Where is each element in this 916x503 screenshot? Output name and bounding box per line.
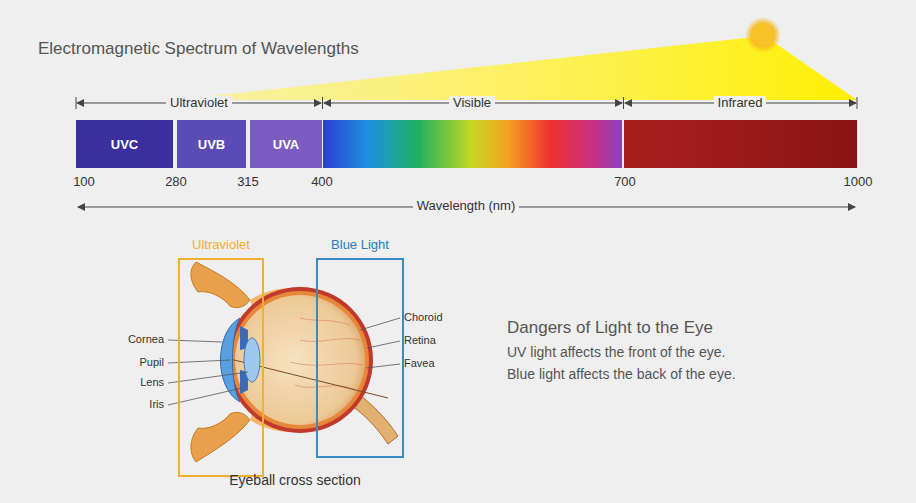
wavelength-value: 700 <box>614 175 636 190</box>
frame-outline <box>316 258 404 458</box>
range-label: Ultraviolet <box>166 96 232 111</box>
part-label: Lens <box>140 376 164 389</box>
part-label: Choroid <box>404 311 443 324</box>
region-frame: Ultraviolet <box>178 236 264 477</box>
frame-outline <box>178 258 264 477</box>
band-label: UVA <box>273 137 299 152</box>
note-text: Blue light affects the back of the eye. <box>507 366 736 382</box>
band-label: UVC <box>111 137 138 152</box>
wavelength-value: 280 <box>165 175 187 190</box>
spectrum-band: UVA <box>250 120 322 168</box>
note-text: UV light affects the front of the eye. <box>507 344 725 360</box>
diagram-title: Electromagnetic Spectrum of Wavelengths <box>38 39 359 59</box>
part-label: Retina <box>404 334 436 347</box>
spectrum-band: UVC <box>76 120 173 168</box>
part-label: Iris <box>149 398 164 411</box>
part-label: Pupil <box>140 356 164 369</box>
wavelength-value: 315 <box>237 175 259 190</box>
spectrum-band: UVB <box>177 120 246 168</box>
frame-heading: Ultraviolet <box>178 236 264 254</box>
part-label: Cornea <box>128 333 164 346</box>
range-label: Infrared <box>714 96 767 111</box>
wavelength-value: 1000 <box>844 175 873 190</box>
range-label: Visible <box>449 96 495 111</box>
frame-heading: Blue Light <box>316 236 404 254</box>
part-label: Favea <box>404 357 435 370</box>
note-heading: Dangers of Light to the Eye <box>507 318 713 338</box>
figure-caption: Eyeball cross section <box>229 472 361 488</box>
region-frame: Blue Light <box>316 236 404 458</box>
axis-label: Wavelength (nm) <box>413 199 520 214</box>
wavelength-value: 400 <box>311 175 333 190</box>
wavelength-value: 100 <box>73 175 95 190</box>
band-label: UVB <box>198 137 225 152</box>
